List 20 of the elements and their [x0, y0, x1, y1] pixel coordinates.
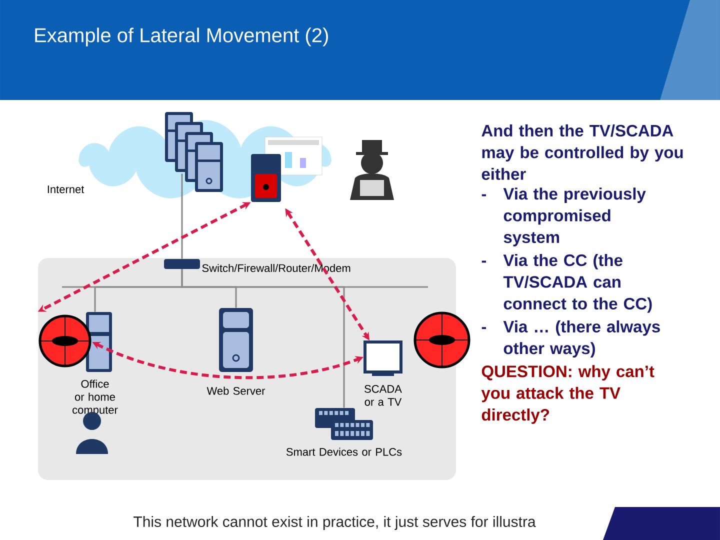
web-server: Web Server — [206, 308, 266, 395]
footnote-text: This network cannot exist in practice, it just serves for illustra — [134, 516, 536, 530]
note-text: Via the previously compromised system — [503, 188, 646, 246]
note-text: Via the CC (the TV/SCADA can connect to the CC) — [503, 254, 652, 313]
compromised-server — [251, 154, 281, 202]
bullet-dash: - — [482, 260, 486, 263]
monitor: SCADA or a TV — [364, 340, 402, 406]
network-line — [181, 174, 183, 259]
bullet-dash: - — [482, 194, 486, 196]
node-label: Web Server — [206, 386, 266, 395]
note-text: And then the TV/SCADA may be controlled by you either — [482, 124, 683, 180]
bullet-dash: - — [482, 327, 486, 330]
node-label: Internet — [48, 186, 84, 194]
slide-title: Example of Lateral Movement (2) — [35, 28, 328, 46]
node-label: SCADA or a TV — [364, 385, 402, 406]
plc-devices: Smart Devices or PLCs — [286, 408, 402, 456]
network-line — [181, 269, 345, 408]
question-text: QUESTION: why can’t you attack the TV directly? — [481, 365, 654, 424]
node-label: Smart Devices or PLCs — [286, 448, 402, 456]
note-text: Via … (there always other ways) — [503, 320, 660, 358]
